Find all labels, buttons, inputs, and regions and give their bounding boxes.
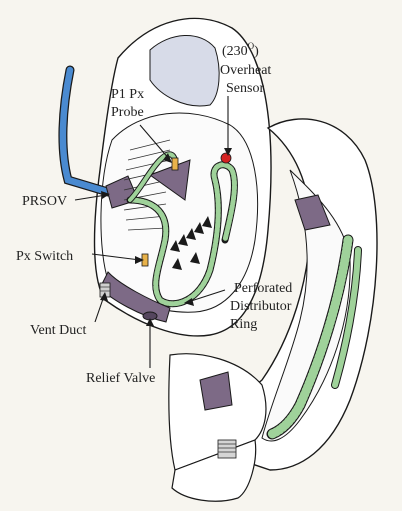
sensor-icon — [221, 153, 231, 163]
label-sensor: Sensor — [226, 81, 264, 96]
label-vent-duct: Vent Duct — [30, 323, 86, 338]
label-px-switch: Px Switch — [16, 249, 73, 264]
label-prsov: PRSOV — [22, 194, 67, 209]
lower-grille — [218, 440, 236, 458]
label-ring-line1: Perforated — [234, 281, 292, 296]
label-overheat-temp: (230O) — [222, 41, 259, 59]
label-ring-line2: Distributor — [230, 299, 292, 314]
label-overheat: Overheat — [220, 63, 271, 78]
label-probe-line2: Probe — [111, 105, 144, 120]
label-ring-line3: Ring — [230, 317, 257, 332]
label-probe-line1: P1 Px — [111, 87, 144, 102]
label-relief-valve: Relief Valve — [86, 371, 155, 386]
probe-icon — [172, 158, 178, 170]
